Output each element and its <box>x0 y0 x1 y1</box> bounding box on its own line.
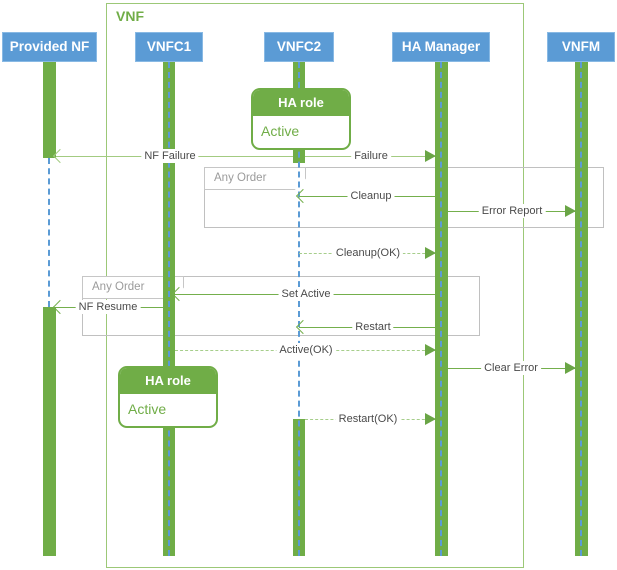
fragment-any-order-1: Any Order <box>204 167 604 228</box>
activation-provided-nf-1 <box>43 62 56 158</box>
message-cleanup-ok: Cleanup(OK) <box>299 246 436 260</box>
message-label: Cleanup(OK) <box>332 246 404 260</box>
filled-arrowhead-icon <box>425 150 436 162</box>
lifeline-vnfm <box>580 62 582 556</box>
message-restart-ok: Restart(OK) <box>305 412 436 426</box>
message-set-active: Set Active <box>171 286 435 302</box>
message-label: Restart(OK) <box>335 412 401 426</box>
vnf-frame-label: VNF <box>116 8 144 24</box>
message-active-ok: Active(OK) <box>175 343 436 357</box>
fragment-label: Any Order <box>92 281 145 293</box>
message-label: Cleanup <box>347 189 395 203</box>
note-body: Active <box>128 401 167 417</box>
message-label: NF Failure <box>141 149 199 163</box>
actor-ha-manager: HA Manager <box>392 32 490 62</box>
note-body: Active <box>261 123 300 139</box>
message-cleanup: Cleanup <box>295 188 435 204</box>
filled-arrowhead-icon <box>565 362 576 374</box>
lifeline-vnfc2 <box>298 62 300 556</box>
filled-arrowhead-icon <box>425 247 436 259</box>
lifeline-provided-nf <box>48 158 50 307</box>
fragment-any-order-2: Any Order <box>82 276 480 336</box>
actor-vnfm: VNFM <box>547 32 615 62</box>
message-clear-error: Clear Error <box>448 361 576 375</box>
message-label: Restart <box>352 320 394 334</box>
lifeline-vnfc1 <box>168 62 170 556</box>
message-label: Failure <box>351 149 391 163</box>
fragment-tab: Any Order <box>204 167 306 190</box>
message-label: Active(OK) <box>276 343 336 357</box>
lifeline-ha-manager <box>440 62 442 556</box>
message-label: NF Resume <box>75 300 141 314</box>
actor-provided-nf: Provided NF <box>2 32 97 62</box>
message-error-report: Error Report <box>448 204 576 218</box>
activation-provided-nf-2 <box>43 307 56 556</box>
filled-arrowhead-icon <box>565 205 576 217</box>
note-title: HA role <box>253 90 349 116</box>
message-nf-resume: NF Resume <box>52 299 163 315</box>
note-title: HA role <box>120 368 216 394</box>
message-nf-failure: NF Failure <box>52 148 293 164</box>
actor-vnfc2: VNFC2 <box>264 32 334 62</box>
fragment-label: Any Order <box>214 172 267 184</box>
message-label: Set Active <box>278 287 334 301</box>
message-failure: Failure <box>305 149 436 163</box>
message-label: Error Report <box>478 204 546 218</box>
message-restart: Restart <box>295 319 435 335</box>
message-label: Clear Error <box>481 361 541 375</box>
note-ha-role-vnfc1: HA role Active <box>118 366 218 428</box>
note-ha-role-vnfc2: HA role Active <box>251 88 351 150</box>
fragment-tab: Any Order <box>82 276 184 299</box>
filled-arrowhead-icon <box>425 344 436 356</box>
actor-vnfc1: VNFC1 <box>135 32 203 62</box>
filled-arrowhead-icon <box>425 413 436 425</box>
